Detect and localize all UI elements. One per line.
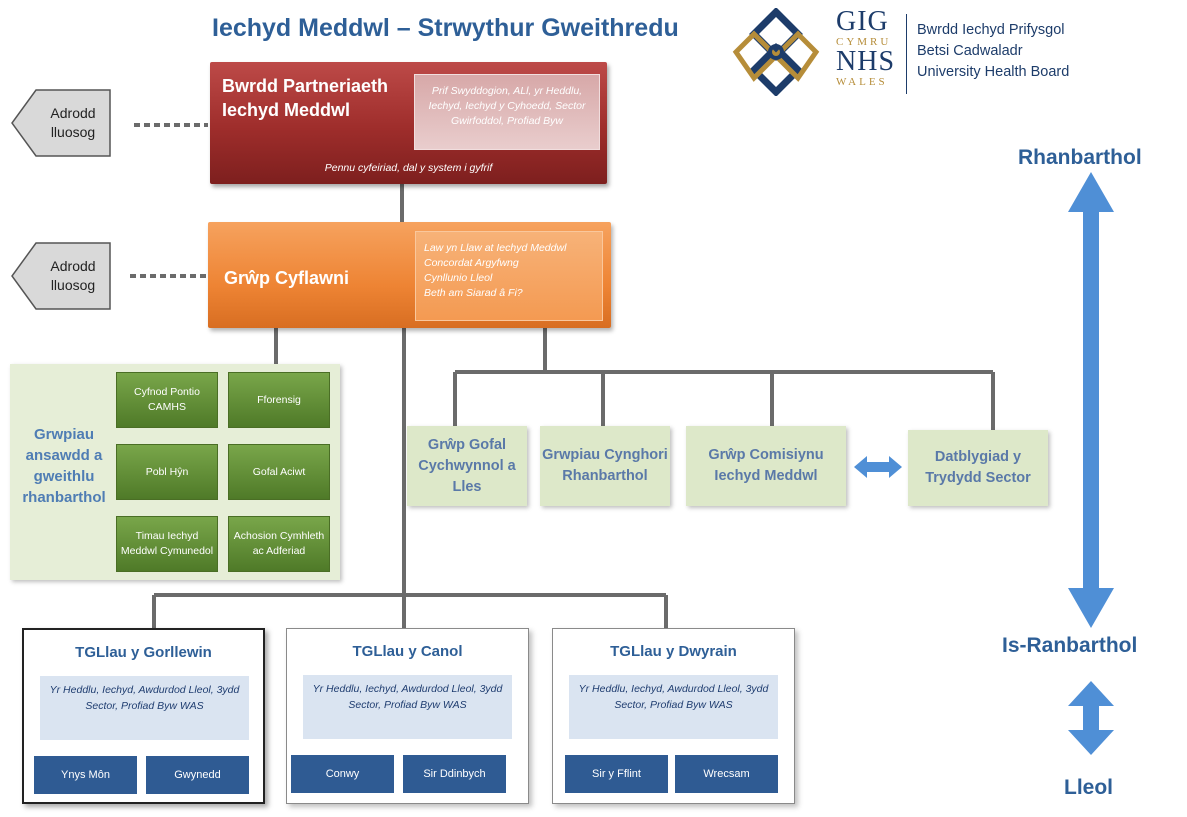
delivery-group-items: Law yn Llaw at Iechyd Meddwl Concordat A… bbox=[415, 231, 603, 321]
tg-title: TGLlau y Canol bbox=[352, 643, 463, 660]
tg-east: TGLlau y Dwyrain Yr Heddlu, Iechyd, Awdu… bbox=[552, 628, 795, 804]
group-box: Grwpiau Cynghori Rhanbarthol bbox=[540, 426, 670, 506]
tg-members: Yr Heddlu, Iechyd, Awdurdod Lleol, 3ydd … bbox=[303, 675, 512, 739]
nhs-text: NHS bbox=[836, 46, 896, 77]
tg-members: Yr Heddlu, Iechyd, Awdurdod Lleol, 3ydd … bbox=[569, 675, 778, 739]
quality-workforce-groups: Grwpiau ansawdd a gweithlu rhanbarthol C… bbox=[10, 364, 340, 580]
report-box-2: Adrodd lluosog bbox=[10, 241, 112, 311]
tg-central: TGLlau y Canol Yr Heddlu, Iechyd, Awdurd… bbox=[286, 628, 529, 804]
delivery-item: Concordat Argyfwng bbox=[424, 257, 519, 269]
partnership-board: Bwrdd Partneriaeth Iechyd Meddwl Prif Sw… bbox=[210, 62, 607, 184]
short-vertical-double-arrow-icon bbox=[1068, 681, 1114, 755]
partnership-board-title: Bwrdd Partneriaeth Iechyd Meddwl bbox=[222, 76, 389, 120]
cymru-text: CYMRU bbox=[836, 36, 892, 48]
tg-area: Sir Ddinbych bbox=[403, 755, 506, 793]
board-name-line: Betsi Cadwaladr bbox=[917, 43, 1023, 59]
tg-area: Wrecsam bbox=[675, 755, 778, 793]
gig-text: GIG bbox=[836, 6, 889, 37]
tg-title: TGLlau y Dwyrain bbox=[610, 643, 737, 660]
left-arrow-shape-icon bbox=[11, 242, 111, 310]
delivery-item: Beth am Siarad â Fi? bbox=[424, 287, 523, 299]
double-arrow-horizontal-icon bbox=[854, 456, 902, 478]
board-name-line: Bwrdd Iechyd Prifysgol bbox=[917, 22, 1065, 38]
group-box: Datblygiad y Trydydd Sector bbox=[908, 430, 1048, 506]
tg-area: Sir y Fflint bbox=[565, 755, 668, 793]
tg-west: TGLlau y Gorllewin Yr Heddlu, Iechyd, Aw… bbox=[22, 628, 265, 804]
page-title: Iechyd Meddwl – Strwythur Gweithredu bbox=[212, 14, 679, 42]
tg-members: Yr Heddlu, Iechyd, Awdurdod Lleol, 3ydd … bbox=[40, 676, 249, 740]
level-local: Lleol bbox=[1064, 776, 1114, 799]
partnership-board-members: Prif Swyddogion, ALl, yr Heddlu, Iechyd,… bbox=[414, 74, 600, 150]
delivery-item: Law yn Llaw at Iechyd Meddwl bbox=[424, 242, 567, 254]
board-name-line: University Health Board bbox=[917, 64, 1070, 80]
report-label: Adrodd lluosog bbox=[50, 105, 96, 140]
quality-box: Gofal Aciwt bbox=[228, 444, 330, 500]
delivery-group-title: Grŵp Cyflawni bbox=[224, 268, 350, 288]
gig-nhs-wordmark: GIG CYMRU NHS WALES bbox=[836, 8, 895, 88]
logo-divider bbox=[906, 14, 907, 94]
tg-title: TGLlau y Gorllewin bbox=[75, 644, 212, 661]
health-board-name: Bwrdd Iechyd Prifysgol Betsi Cadwaladr U… bbox=[917, 20, 1069, 83]
quality-box: Pobl Hŷn bbox=[116, 444, 218, 500]
tg-area: Conwy bbox=[291, 755, 394, 793]
quality-box: Achosion Cymhleth ac Adferiad bbox=[228, 516, 330, 572]
level-subregional: Is-Ranbarthol bbox=[1002, 634, 1138, 657]
group-box: Grŵp Comisiynu Iechyd Meddwl bbox=[686, 426, 846, 506]
quality-box: Fforensig bbox=[228, 372, 330, 428]
group-box: Grŵp Gofal Cychwynnol a Lles bbox=[407, 426, 527, 506]
left-arrow-shape-icon bbox=[11, 89, 111, 157]
report-box-1: Adrodd lluosog bbox=[10, 88, 112, 158]
quality-box: Timau Iechyd Meddwl Cymunedol bbox=[116, 516, 218, 572]
level-regional: Rhanbarthol bbox=[1018, 146, 1142, 169]
delivery-group: Grŵp Cyflawni Law yn Llaw at Iechyd Medd… bbox=[208, 222, 611, 328]
report-label: Adrodd lluosog bbox=[50, 258, 96, 293]
quality-box: Cyfnod Pontio CAMHS bbox=[116, 372, 218, 428]
partnership-board-footer: Pennu cyfeiriad, dal y system i gyfrif bbox=[324, 162, 493, 174]
quality-groups-title: Grwpiau ansawdd a gweithlu rhanbarthol bbox=[22, 426, 106, 506]
wales-text: WALES bbox=[836, 76, 888, 88]
tg-area: Gwynedd bbox=[146, 756, 249, 794]
tg-area: Ynys Môn bbox=[34, 756, 137, 794]
vertical-double-arrow-icon bbox=[1068, 172, 1114, 628]
celtic-knot-logo-icon bbox=[732, 8, 820, 96]
delivery-item: Cynllunio Lleol bbox=[424, 272, 493, 284]
